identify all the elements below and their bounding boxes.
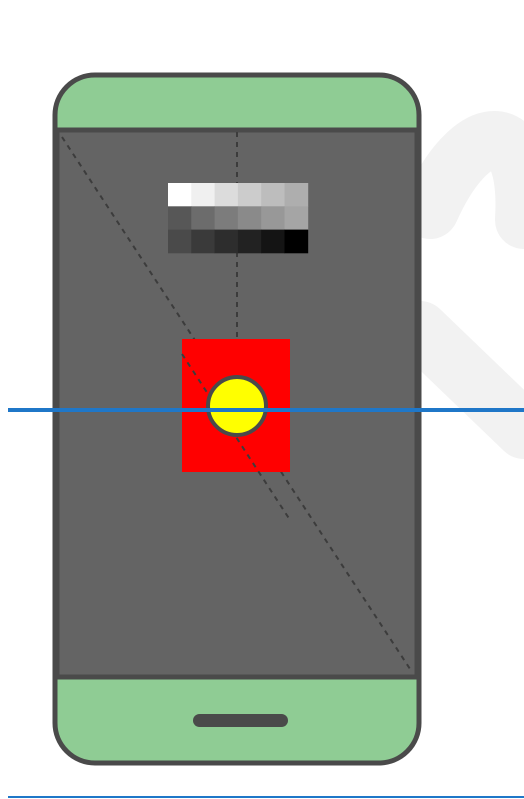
grayscale-swatch: [191, 206, 215, 230]
target-dot-icon: [208, 377, 266, 435]
grayscale-swatch: [215, 230, 239, 254]
grayscale-swatch: [285, 206, 309, 230]
grayscale-swatch: [215, 206, 239, 230]
grayscale-swatch: [285, 230, 309, 254]
grayscale-swatch: [261, 206, 285, 230]
grayscale-chart-icon: [168, 183, 308, 253]
home-button-icon: [193, 714, 288, 727]
grayscale-swatch: [215, 183, 239, 207]
grayscale-swatch: [168, 206, 192, 230]
grayscale-swatch: [261, 230, 285, 254]
grayscale-swatch: [168, 230, 192, 254]
grayscale-swatch: [238, 230, 262, 254]
grayscale-swatch: [285, 183, 309, 207]
grayscale-swatch: [191, 183, 215, 207]
grayscale-swatch: [168, 183, 192, 207]
grayscale-swatch: [238, 183, 262, 207]
grayscale-swatch: [191, 230, 215, 254]
grayscale-swatch: [238, 206, 262, 230]
watermark-arc-icon: [420, 140, 524, 430]
grayscale-swatch: [261, 183, 285, 207]
